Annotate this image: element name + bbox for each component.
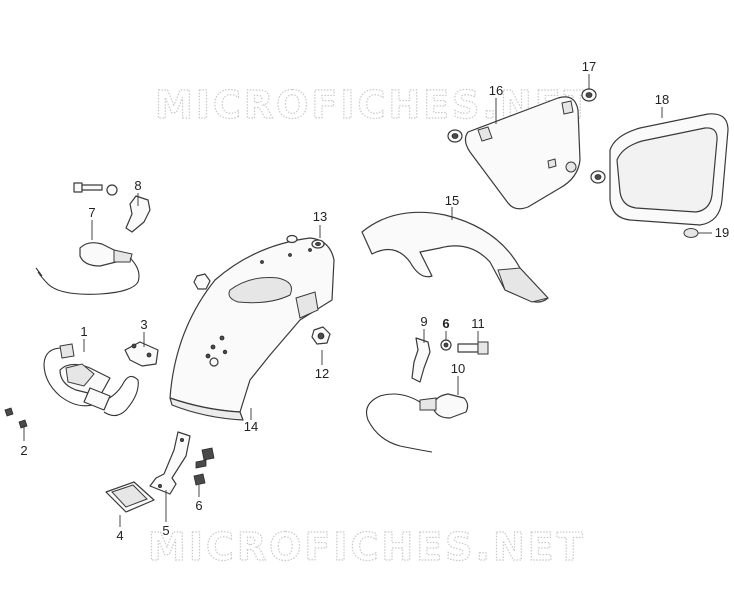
part-17-grommet[interactable] [581,88,597,102]
part-side-cover-left[interactable] [464,96,581,210]
callout-18: 18 [655,92,669,107]
callout-14: 14 [244,419,258,434]
callout-6-front: 6 [442,316,449,331]
bolt-rear-signal[interactable] [73,182,103,193]
part-11-bolt[interactable] [457,341,489,355]
callout-12: 12 [315,366,329,381]
rubber-pad[interactable] [286,234,298,244]
callout-2: 2 [20,443,27,458]
grommet-left[interactable] [447,129,463,143]
callout-17: 17 [582,59,596,74]
callout-9: 9 [420,314,427,329]
callout-7: 7 [88,205,95,220]
part-5-bracket[interactable] [149,431,191,495]
part-4-reflector[interactable] [105,481,155,513]
callout-16: 16 [489,83,503,98]
hex-nut[interactable] [193,273,211,290]
callout-1: 1 [80,324,87,339]
callout-19: 19 [715,225,729,240]
part-turn-signal-front[interactable] [365,393,469,453]
part-6-washer[interactable] [440,339,452,351]
callout-5: 5 [162,523,169,538]
part-8-bracket[interactable] [125,195,151,233]
part-19-grommet[interactable] [683,228,699,238]
part-3-bracket[interactable] [124,341,159,367]
callout-8: 8 [134,178,141,193]
callout-3: 3 [140,317,147,332]
part-side-cover-right[interactable] [609,113,729,226]
callout-6-rear: 6 [195,498,202,513]
part-front-fender[interactable] [361,211,549,303]
part-6-bolt-a[interactable] [195,447,215,469]
part-turn-signal-rear[interactable] [35,242,140,295]
part-6-bolt-b[interactable] [193,473,206,486]
callout-10: 10 [451,361,465,376]
watermark-bottom: MICROFICHES.NET [148,525,586,569]
part-rear-fender[interactable] [169,237,335,421]
part-2-screw-b[interactable] [18,419,28,429]
part-tail-light[interactable] [43,343,139,417]
callout-13: 13 [313,209,327,224]
callout-11: 11 [471,316,485,331]
callout-15: 15 [445,193,459,208]
washer-rear-signal[interactable] [106,184,118,196]
part-12-nut[interactable] [311,326,331,345]
grommet-right-a[interactable] [590,170,606,184]
part-9-bracket[interactable] [411,337,431,383]
leader-lines [23,74,712,527]
part-13-nut[interactable] [311,239,325,249]
watermark-top: MICROFICHES.NET [155,83,593,127]
callout-4: 4 [116,528,123,543]
callouts: 16 17 18 19 15 13 12 14 8 7 3 1 2 4 5 6 … [20,59,729,543]
part-2-screw-a[interactable] [4,407,14,417]
